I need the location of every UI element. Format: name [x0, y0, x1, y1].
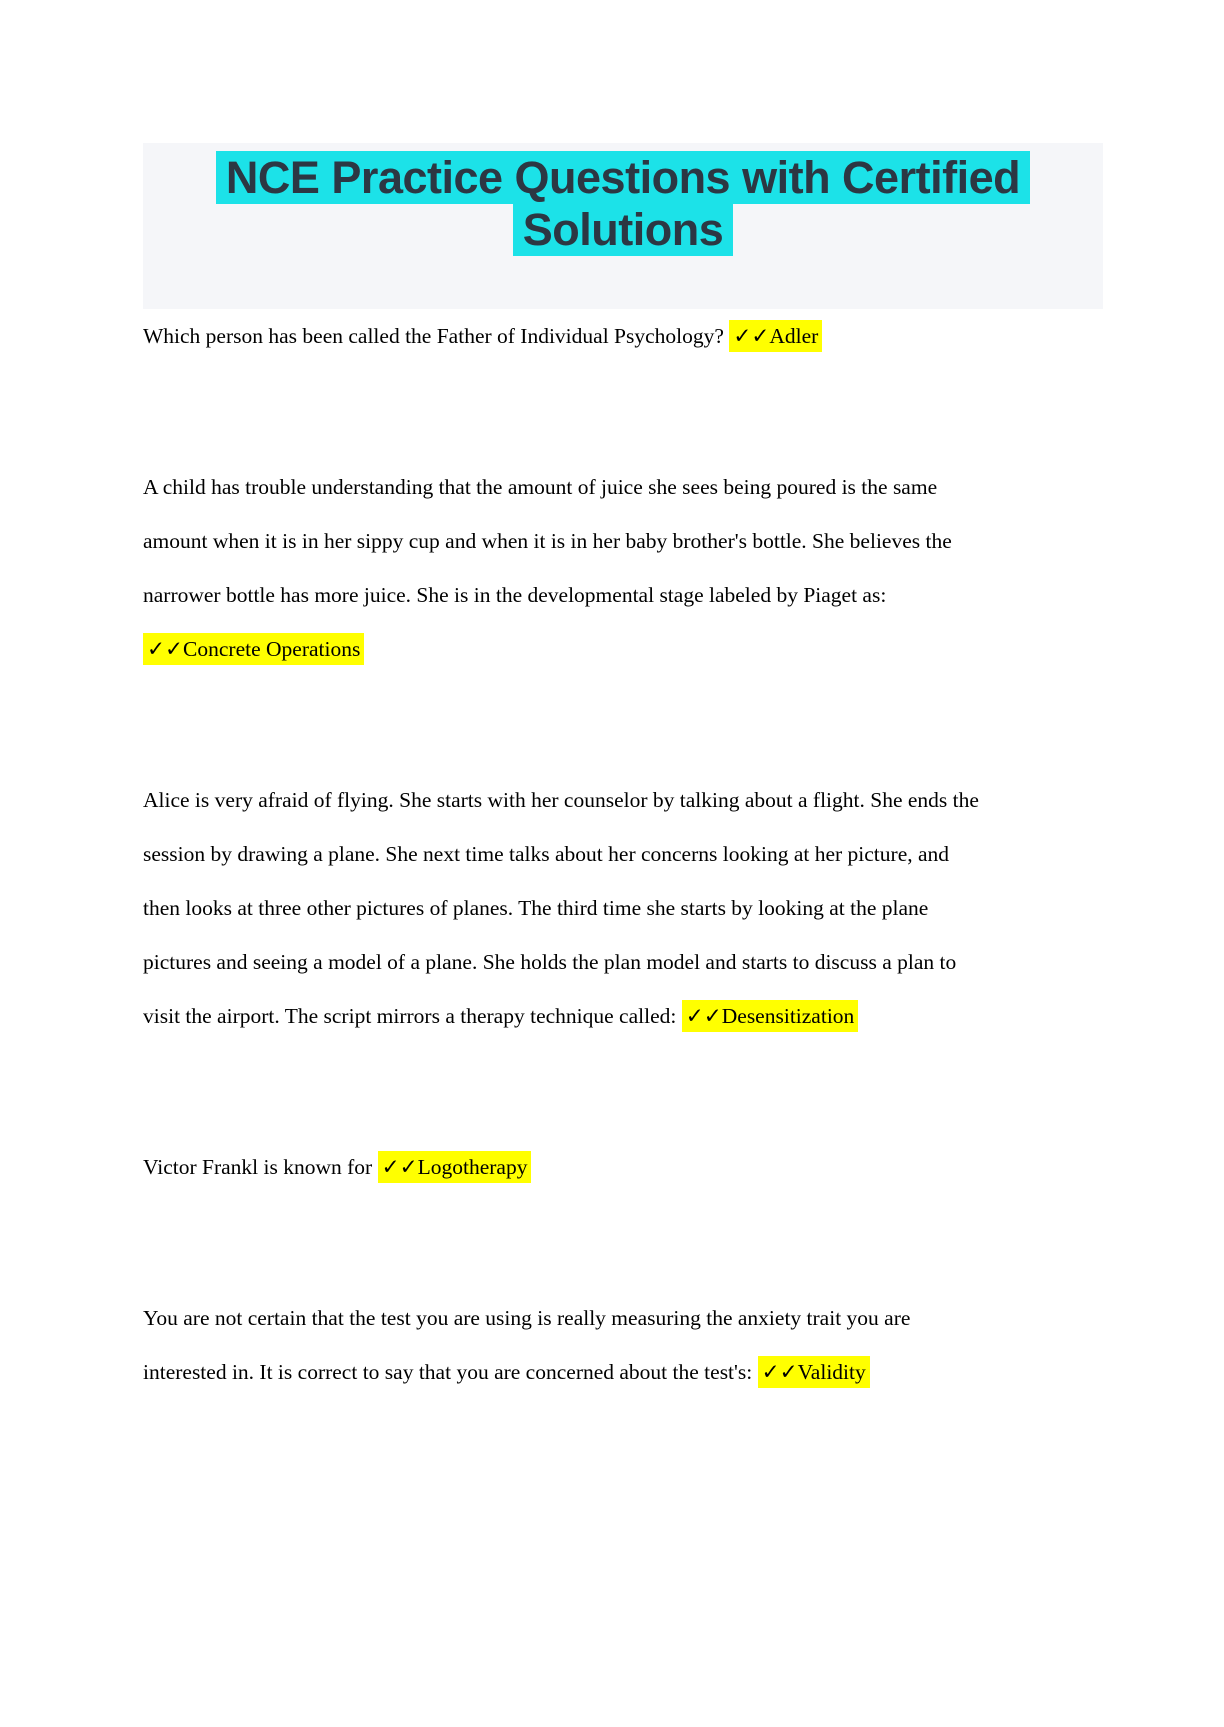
question-line: session by drawing a plane. She next tim… [143, 827, 1124, 881]
question-line: narrower bottle has more juice. She is i… [143, 568, 1124, 622]
title-highlight: Solutions [512, 203, 734, 256]
question-block: Victor Frankl is known for ✓✓Logotherapy [143, 1140, 1124, 1194]
question-line: Alice is very afraid of flying. She star… [143, 773, 1124, 827]
question-text: amount when it is in her sippy cup and w… [143, 529, 952, 553]
title-highlight: NCE Practice Questions with Certified [215, 151, 1031, 204]
page-title: NCE Practice Questions with Certified So… [143, 151, 1103, 256]
question-block: Which person has been called the Father … [143, 309, 1124, 363]
answer-highlight: ✓✓Validity [757, 1356, 870, 1388]
answer-highlight: ✓✓Desensitization [681, 1000, 859, 1032]
question-text: interested in. It is correct to say that… [143, 1360, 758, 1384]
question-text: Victor Frankl is known for [143, 1155, 378, 1179]
questions-container: Which person has been called the Father … [143, 309, 1124, 1399]
title-band: NCE Practice Questions with Certified So… [143, 143, 1103, 309]
question-text: Alice is very afraid of flying. She star… [143, 788, 979, 812]
question-line: then looks at three other pictures of pl… [143, 881, 1124, 935]
answer-highlight: ✓✓Adler [729, 320, 823, 352]
question-block: A child has trouble understanding that t… [143, 460, 1124, 676]
question-line: ✓✓Concrete Operations [143, 622, 1124, 676]
question-line: A child has trouble understanding that t… [143, 460, 1124, 514]
question-text: session by drawing a plane. She next tim… [143, 842, 950, 866]
answer-highlight: ✓✓Logotherapy [377, 1151, 532, 1183]
question-text: then looks at three other pictures of pl… [143, 896, 929, 920]
question-text: A child has trouble understanding that t… [143, 475, 938, 499]
title-line: NCE Practice Questions with Certified [143, 151, 1103, 204]
question-line: amount when it is in her sippy cup and w… [143, 514, 1124, 568]
question-text: narrower bottle has more juice. She is i… [143, 583, 887, 607]
question-line: You are not certain that the test you ar… [143, 1291, 1124, 1345]
answer-highlight: ✓✓Concrete Operations [143, 633, 365, 665]
question-text: visit the airport. The script mirrors a … [143, 1004, 682, 1028]
question-line: Victor Frankl is known for ✓✓Logotherapy [143, 1140, 1124, 1194]
question-block: You are not certain that the test you ar… [143, 1291, 1124, 1399]
question-block: Alice is very afraid of flying. She star… [143, 773, 1124, 1043]
question-text: pictures and seeing a model of a plane. … [143, 950, 957, 974]
question-line: pictures and seeing a model of a plane. … [143, 935, 1124, 989]
title-line: Solutions [143, 203, 1103, 256]
question-text: Which person has been called the Father … [143, 324, 730, 348]
document-page: NCE Practice Questions with Certified So… [0, 143, 1224, 1727]
question-line: Which person has been called the Father … [143, 309, 1124, 363]
question-text: You are not certain that the test you ar… [143, 1306, 911, 1330]
question-line: visit the airport. The script mirrors a … [143, 989, 1124, 1043]
question-line: interested in. It is correct to say that… [143, 1345, 1124, 1399]
